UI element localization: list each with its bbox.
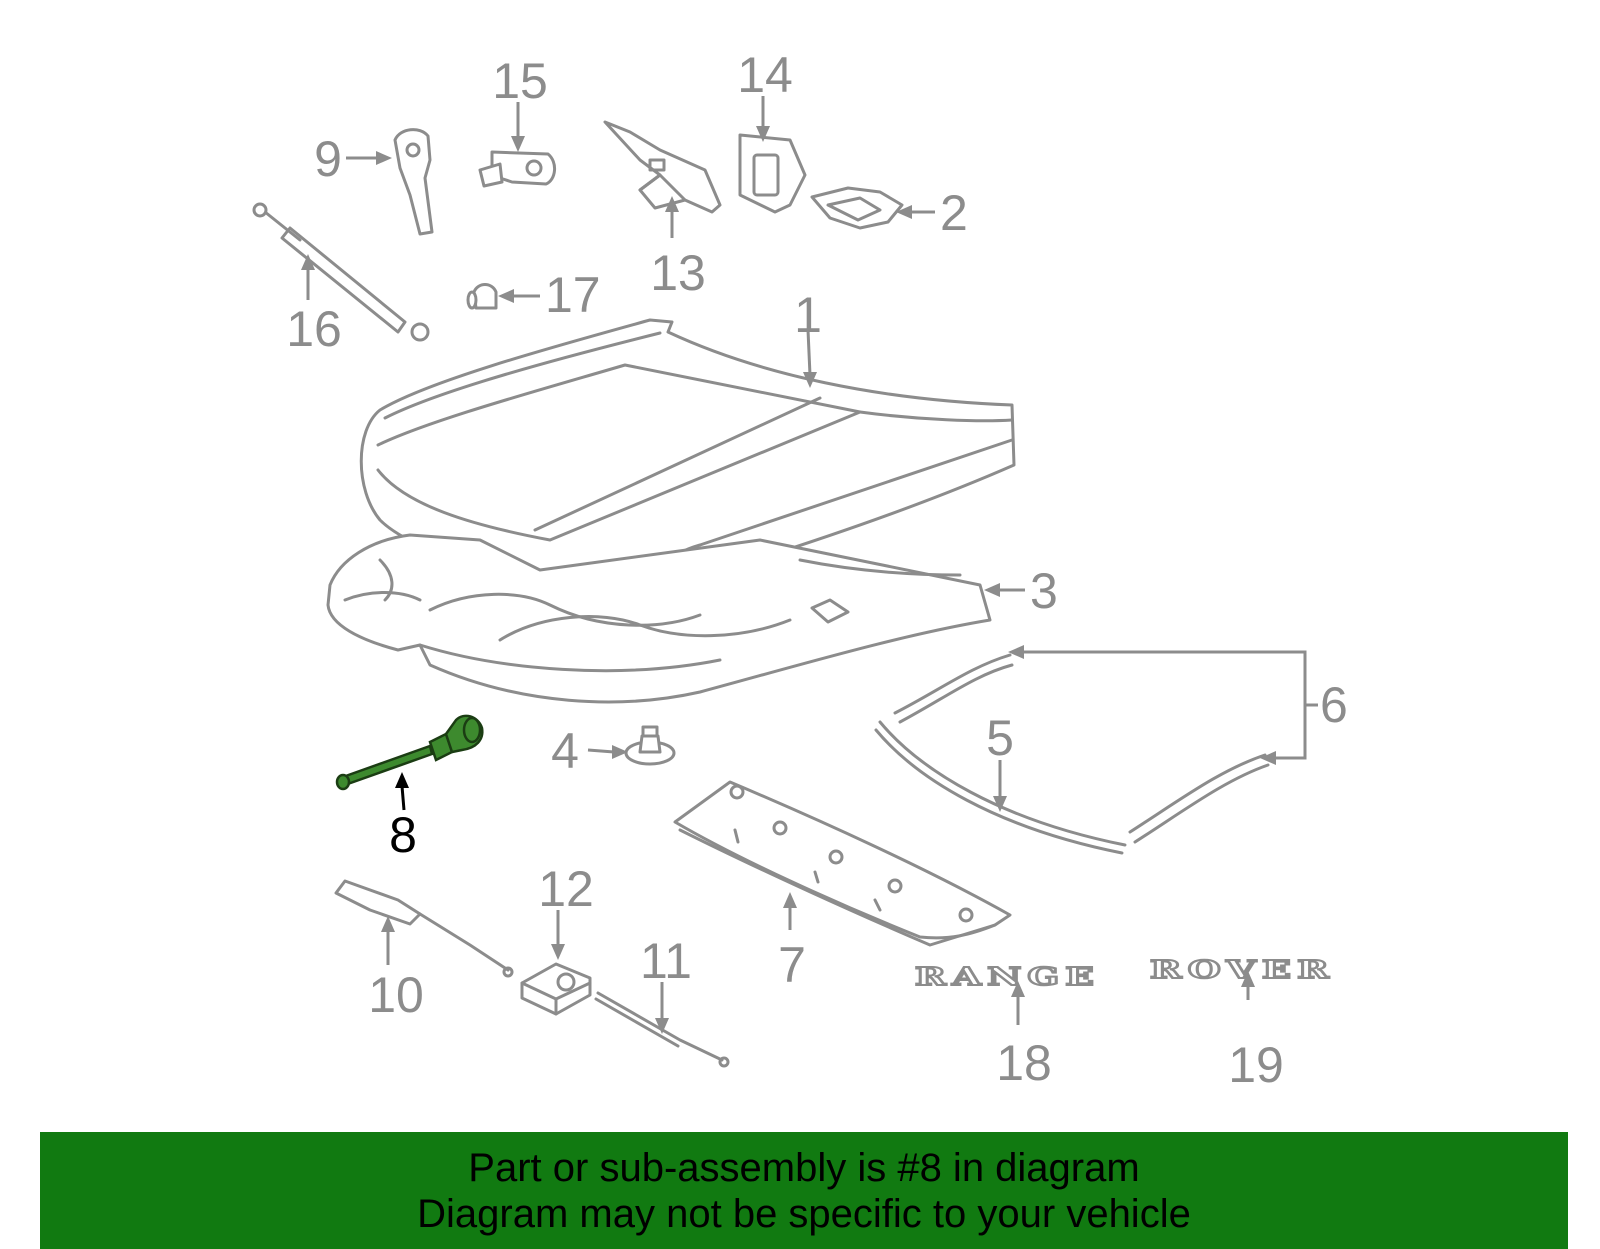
footer-banner: Part or sub-assembly is #8 in diagram Di… bbox=[40, 1132, 1568, 1249]
callout-5[interactable]: 5 bbox=[986, 710, 1014, 766]
part-10-release-lever[interactable] bbox=[334, 879, 514, 978]
part-12-latch[interactable] bbox=[520, 962, 592, 1016]
callout-labels: 1 2 3 4 5 6 7 8 9 10 11 12 13 14 15 16 1… bbox=[286, 47, 1348, 1093]
parts-diagram: RANGE ROVER bbox=[252, 47, 1348, 1093]
callout-10[interactable]: 10 bbox=[368, 967, 424, 1023]
callout-18[interactable]: 18 bbox=[996, 1035, 1052, 1091]
callout-12[interactable]: 12 bbox=[538, 861, 594, 917]
callout-13[interactable]: 13 bbox=[650, 245, 706, 301]
callout-15[interactable]: 15 bbox=[492, 53, 548, 109]
part-8-prop-rod[interactable] bbox=[335, 714, 484, 791]
emblem-rover-text: ROVER bbox=[1150, 955, 1335, 984]
callout-19[interactable]: 19 bbox=[1228, 1037, 1284, 1093]
callout-6[interactable]: 6 bbox=[1320, 677, 1348, 733]
callout-4[interactable]: 4 bbox=[551, 723, 579, 779]
callout-1[interactable]: 1 bbox=[794, 287, 822, 343]
callout-16[interactable]: 16 bbox=[286, 301, 342, 357]
part-11-cable[interactable] bbox=[594, 991, 730, 1068]
part-7-panel[interactable] bbox=[673, 780, 1012, 947]
callout-3[interactable]: 3 bbox=[1030, 563, 1058, 619]
callout-9[interactable]: 9 bbox=[314, 131, 342, 187]
part-17-clip[interactable] bbox=[466, 283, 498, 310]
part-1-hood[interactable] bbox=[359, 318, 1016, 597]
callout-2[interactable]: 2 bbox=[940, 185, 968, 241]
leader-lines bbox=[301, 96, 1318, 1034]
callout-17[interactable]: 17 bbox=[545, 267, 601, 323]
part-9-striker[interactable] bbox=[393, 128, 434, 236]
callout-14[interactable]: 14 bbox=[737, 47, 793, 103]
part-6-seals[interactable] bbox=[893, 653, 1270, 844]
footer-line-disclaimer: Diagram may not be specific to your vehi… bbox=[417, 1192, 1191, 1236]
parts-diagram-svg: RANGE ROVER bbox=[252, 47, 1348, 1093]
callout-8[interactable]: 8 bbox=[389, 807, 417, 863]
callout-7[interactable]: 7 bbox=[778, 937, 806, 993]
part-4-bump-stop[interactable] bbox=[624, 725, 676, 766]
part-2-bracket[interactable] bbox=[810, 186, 904, 230]
part-3-insulator[interactable] bbox=[326, 533, 992, 704]
part-13-hinge[interactable] bbox=[603, 120, 722, 214]
footer-line-part-number: Part or sub-assembly is #8 in diagram bbox=[468, 1146, 1140, 1190]
emblem-range-text: RANGE bbox=[915, 962, 1100, 991]
part-16-gas-strut[interactable] bbox=[252, 202, 430, 342]
part-5-seal[interactable] bbox=[874, 720, 1127, 855]
callout-11[interactable]: 11 bbox=[640, 933, 692, 989]
part-15-switch[interactable] bbox=[478, 150, 556, 188]
part-14-latch[interactable] bbox=[738, 133, 807, 214]
